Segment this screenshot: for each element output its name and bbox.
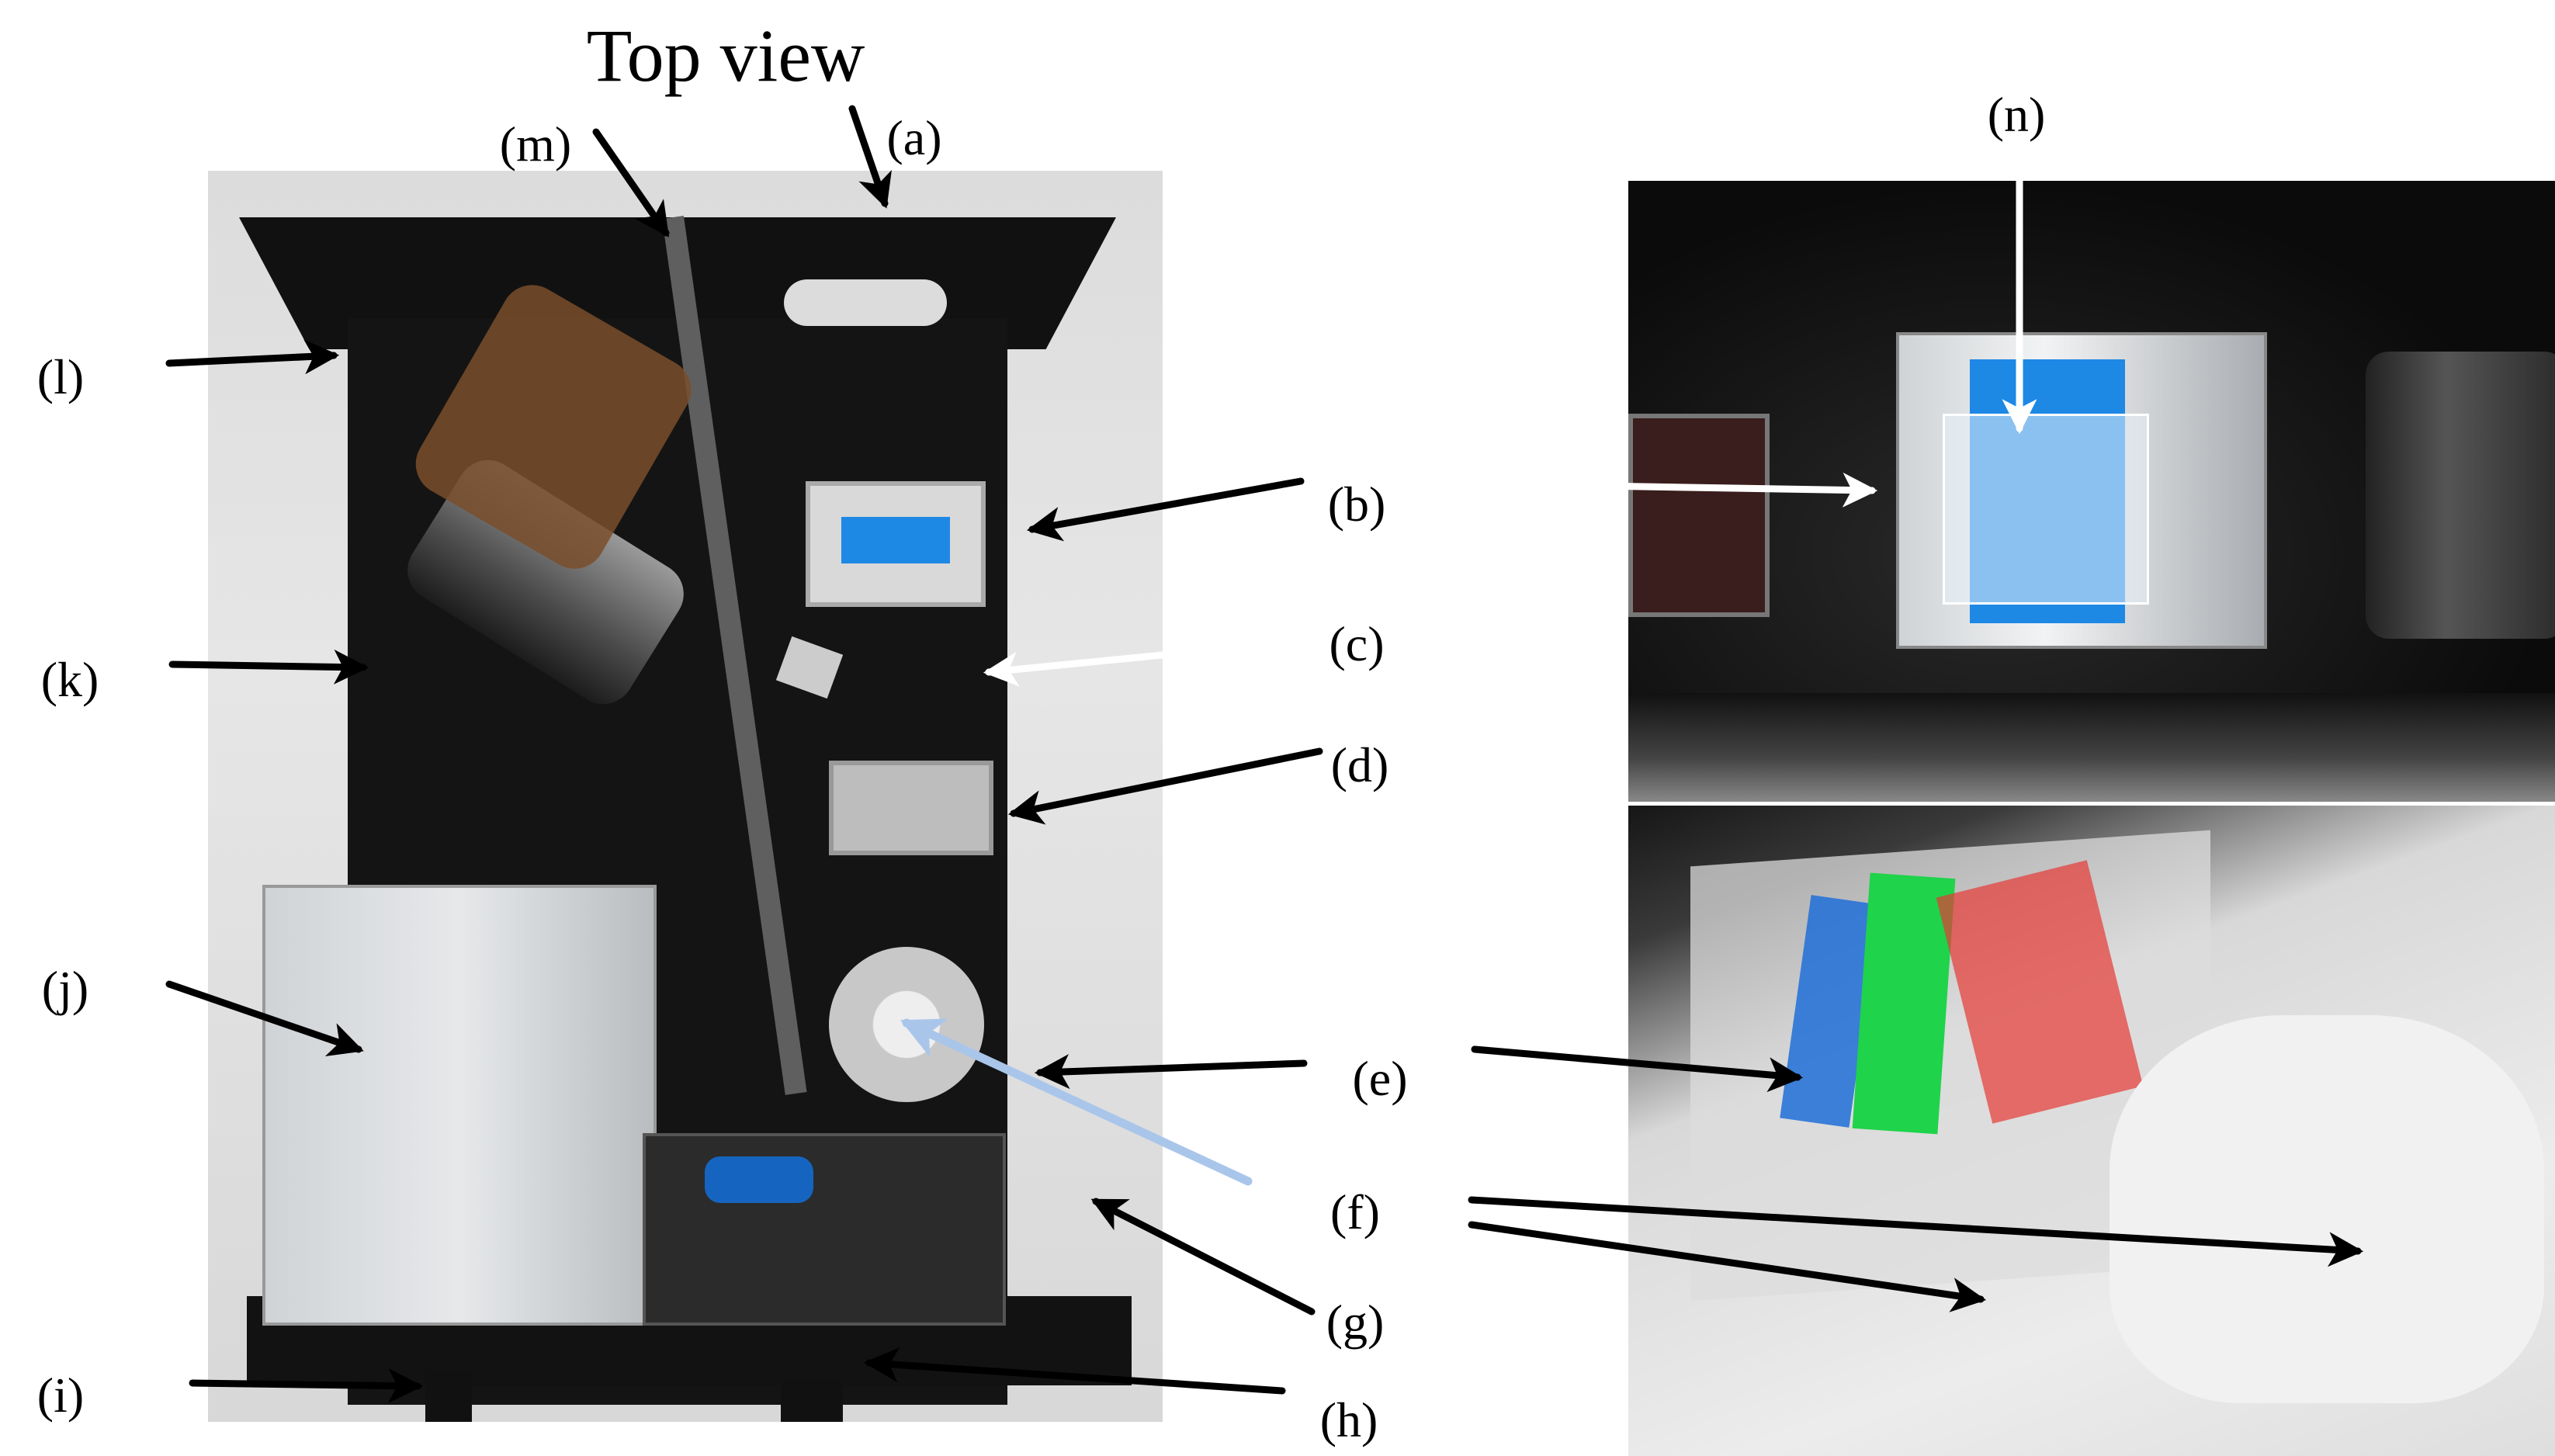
label-e: (e) [1352,1051,1408,1106]
top-view-photo [208,171,1163,1422]
label-g: (g) [1326,1295,1385,1350]
base-strip [1628,693,2555,802]
capacitor [705,1156,813,1203]
power-plug [425,1370,472,1422]
pump-b [806,481,986,607]
slot-hole [784,279,947,326]
white-gear [2110,1015,2544,1403]
label-f: (f) [1330,1184,1380,1239]
figure-title: Top view [586,14,865,97]
adjacent-module [1628,414,1770,617]
label-k: (k) [40,652,99,707]
lens-tube [2366,352,2555,639]
aluminum-block [262,885,657,1326]
label-l: (l) [36,349,85,404]
label-a: (a) [886,110,942,165]
label-d: (d) [1330,737,1389,792]
cable-plug [781,1378,843,1422]
pump-d [829,761,993,855]
cuvette-clear [1943,414,2149,605]
cuvette-holder-photo [1628,181,2555,802]
label-m: (m) [499,116,572,172]
gear-wheel [829,947,984,1102]
label-i: (i) [36,1368,85,1423]
circuit-board [643,1133,1006,1326]
label-h: (h) [1319,1392,1378,1447]
label-c: (c) [1329,616,1385,671]
label-j: (j) [41,961,89,1016]
label-n: (n) [1987,87,2046,142]
label-b: (b) [1327,477,1386,532]
grating-spectrum-photo [1628,806,2555,1456]
